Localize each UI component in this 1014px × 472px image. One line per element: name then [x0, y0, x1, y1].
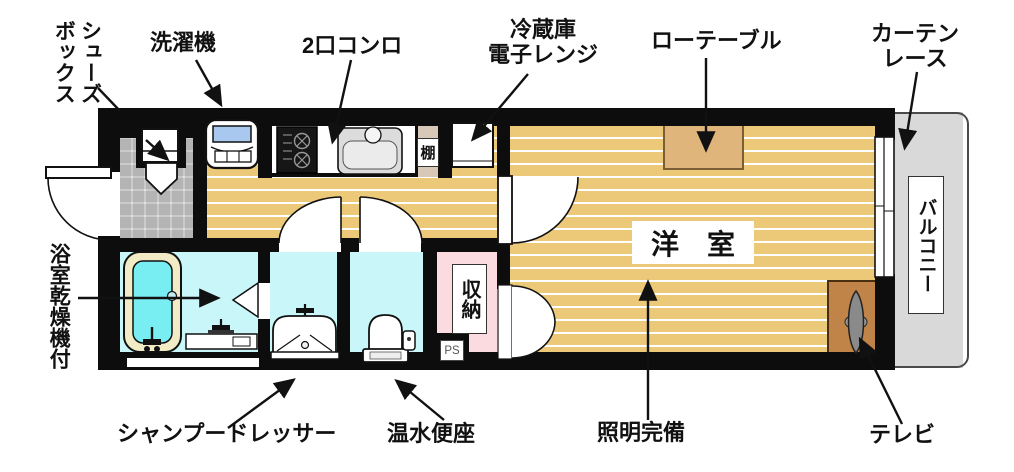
toilet-seat-label: 温水便座 — [387, 421, 476, 446]
wall-stub-washer-counter — [258, 108, 272, 178]
bath-folding-door — [231, 281, 259, 319]
bath-counter — [185, 319, 258, 350]
fridge-arrow — [470, 73, 529, 142]
fridge-space — [451, 122, 494, 168]
kitchen-sink-icon — [337, 126, 403, 175]
wall-right-top — [875, 108, 895, 140]
wall-stub-fridge-room — [497, 126, 510, 178]
tv-label: テレビ — [869, 422, 936, 447]
stove-arrow — [327, 59, 353, 145]
toilet-door — [359, 196, 423, 244]
bath-dryer-label: 浴室乾燥機付 — [47, 243, 71, 369]
shoe-box — [141, 128, 179, 196]
wall-right-bottom — [875, 274, 895, 370]
washing-machine-arrow — [194, 59, 223, 108]
wall-top — [98, 108, 895, 126]
storage-label: 収納 — [458, 279, 480, 319]
opening-bath-door — [258, 283, 270, 319]
shelf-label-box: 棚 — [417, 138, 439, 167]
wall-washroom-toilet — [337, 245, 350, 355]
pipe-space-label: PS — [444, 344, 460, 357]
balcony-window — [874, 136, 895, 278]
washing-machine-label: 洗濯機 — [150, 30, 217, 55]
tv-arrow — [858, 336, 904, 425]
tv-icon — [844, 289, 868, 355]
shoes-box-arrow — [145, 139, 170, 162]
washing-machine-icon — [204, 118, 260, 170]
toilet-icon — [362, 314, 416, 363]
storage-label-box: 収納 — [452, 264, 487, 334]
shoes-box-leader — [97, 87, 121, 112]
western-room-label-box: 洋 室 — [632, 221, 754, 264]
shampoo-dresser-label: シャンプードレッサー — [117, 421, 337, 446]
unit-bath-frame-band — [127, 358, 259, 367]
stove-icon — [276, 126, 318, 174]
wall-stub-shelf-fridge — [438, 108, 452, 178]
western-room-label: 洋 室 — [650, 228, 735, 260]
wall-left-lower — [98, 236, 120, 370]
curtain-arrow — [898, 71, 919, 151]
toilet-seat-arrow — [394, 378, 445, 421]
wall-storage-room-upper — [497, 243, 510, 289]
front-door — [45, 166, 112, 241]
shampoo-dresser-icon — [270, 304, 340, 360]
balcony-label: バルコニー — [915, 197, 937, 293]
shelf-label: 棚 — [420, 145, 436, 162]
shampoo-arrow — [227, 378, 296, 429]
wall-entrance-right — [193, 108, 207, 247]
storage-doors — [497, 284, 556, 360]
shoes-box-label: シューズ ボックス — [52, 20, 102, 104]
bathtub-icon — [123, 251, 182, 353]
balcony-outline — [891, 112, 969, 368]
fridge-microwave-label: 冷蔵庫 電子レンジ — [487, 17, 598, 68]
stove-label: 2口コンロ — [302, 33, 403, 58]
wall-toilet-storage — [423, 245, 437, 355]
curtain-label: カーテン レース — [870, 21, 959, 72]
low-table-label: ローテーブル — [651, 28, 782, 53]
pipe-space-label-box: PS — [440, 340, 464, 361]
balcony-label-box: バルコニー — [908, 176, 944, 314]
lighting-label: 照明完備 — [597, 420, 686, 445]
main-room-door — [497, 175, 579, 245]
washroom-door — [278, 196, 342, 244]
